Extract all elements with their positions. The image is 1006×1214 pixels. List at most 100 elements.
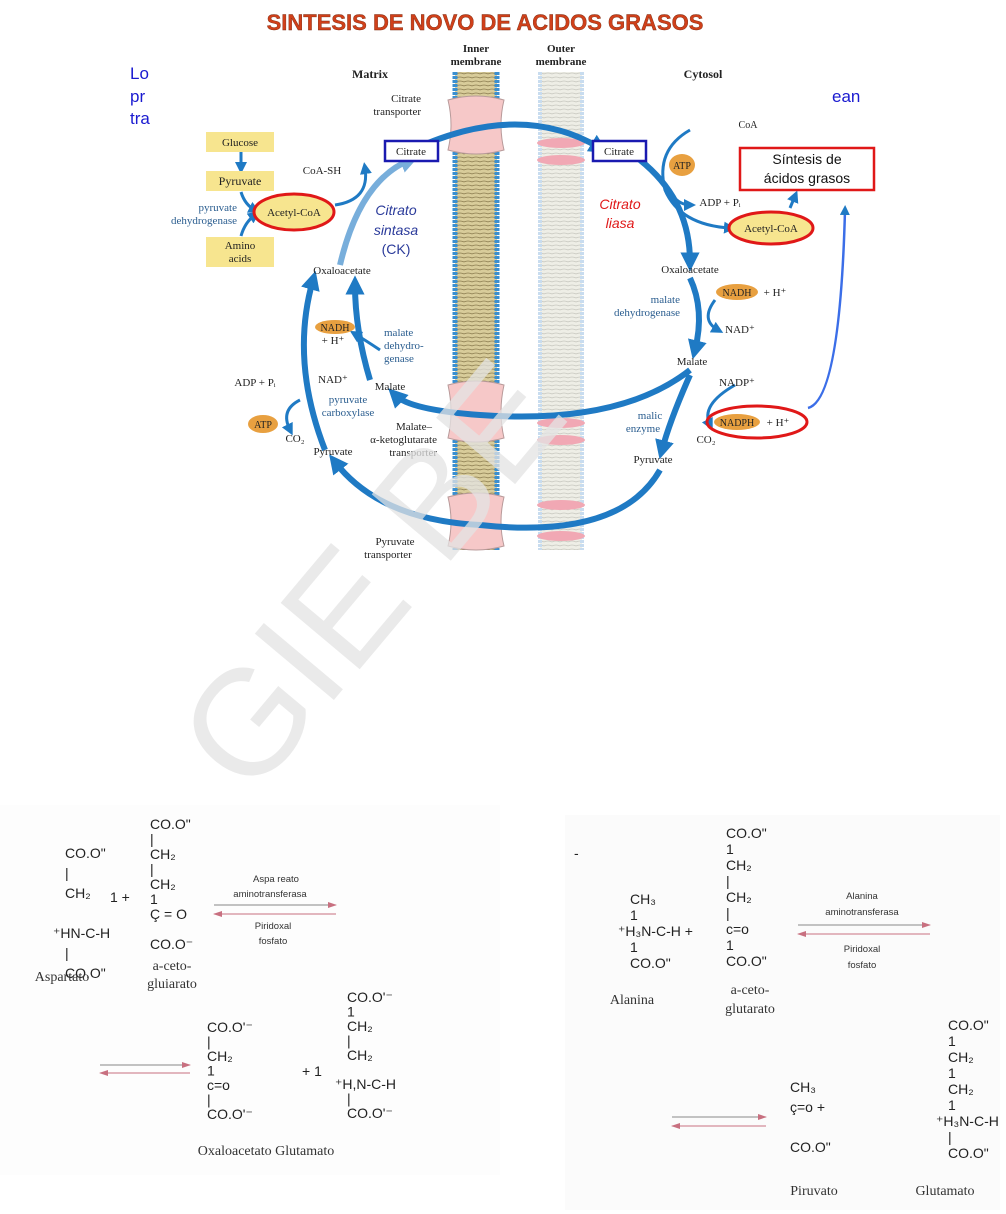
outer-membrane-label: membrane: [536, 56, 587, 68]
pyruvate-dehydrogenase-label: pyruvate: [199, 202, 238, 214]
structure-line: CH₂: [948, 1081, 974, 1097]
malate-transporter-label: α-ketoglutarate: [370, 434, 437, 446]
structure-line: CH₂: [150, 846, 176, 862]
citrate-transporter-label: Citrate: [391, 93, 421, 105]
citrato-sintasa-label: Citrato: [375, 202, 416, 218]
nadph-highlight: [705, 404, 809, 440]
structure-line: CH₂: [65, 885, 91, 901]
right-text-fragment: ean: [832, 87, 860, 106]
citrate-cytosol-label: Citrate: [604, 146, 634, 158]
atp-cytosol-label: ATP: [673, 161, 691, 172]
side-text-line: Lo: [130, 64, 149, 83]
pyruvate-cytosol-label: Pyruvate: [633, 454, 672, 466]
nadh-cytosol-label: NADH: [723, 288, 752, 299]
pyruvate-transporter-label: transporter: [364, 549, 412, 561]
structure-line: |: [65, 945, 69, 961]
alanina-name: Alanina: [610, 993, 655, 1008]
acetyl-coa-cytosol-label: Acetyl-CoA: [744, 223, 798, 235]
structure-line: 1: [630, 939, 638, 955]
malate-cytosol-label: Malate: [677, 356, 708, 368]
structure-line: CH₂: [948, 1049, 974, 1065]
structure-line: CH₂: [726, 857, 752, 873]
nadh-cytosol-badge: [716, 284, 758, 300]
enzyme-label: aminotransferasa: [233, 889, 307, 900]
structure-line: 1: [150, 891, 158, 907]
stray-mark: -: [574, 845, 579, 861]
structure-line: Ç = O: [150, 906, 187, 922]
structure-line: 1: [726, 841, 734, 857]
reaction-aspartate: CO.O"|CH₂⁺HN-C-H|CO.O" 1 + CO.O"|CH₂|CH₂…: [0, 805, 500, 1175]
inner-membrane-label: Inner: [463, 43, 489, 55]
structure-line: 1: [207, 1063, 215, 1079]
malate-dehydrogenase-matrix-label: dehydro-: [384, 340, 424, 352]
structure-line: |: [726, 905, 730, 921]
structure-line: CH₂: [726, 889, 752, 905]
co2-matrix-label: CO₂: [285, 433, 304, 445]
enzyme-label: Aspa reato: [253, 874, 299, 885]
structure-line: CO.O": [65, 965, 106, 981]
amino-acids-label: acids: [229, 253, 252, 265]
enzyme-label: aminotransferasa: [825, 907, 899, 918]
pyruvate-carboxylase-label: carboxylase: [322, 407, 375, 419]
nadh-matrix-label: NADH: [321, 323, 350, 334]
structure-line: CO.O": [726, 825, 767, 841]
structure-line: CH₂: [347, 1018, 373, 1034]
structure-line: 1: [948, 1097, 956, 1113]
malate-dehydrogenase-cytosol-label: dehydrogenase: [614, 307, 680, 319]
citrate-matrix-label: Citrate: [396, 146, 426, 158]
structure-line: ç=o +: [790, 1099, 825, 1115]
structure-line: ⁺H,N-C-H: [335, 1076, 396, 1092]
malic-enzyme-label: enzyme: [626, 423, 660, 435]
structure-line: CO.O'⁻: [347, 1105, 393, 1121]
structure-line: c=o: [207, 1077, 230, 1093]
cytosol-label: Cytosol: [684, 67, 723, 81]
structure-line: 1: [630, 907, 638, 923]
adp-pi-cytosol-label: ADP + Pᵢ: [699, 197, 740, 209]
structure-line: CO.O": [726, 953, 767, 969]
malate-matrix-label: Malate: [375, 381, 406, 393]
citrato-liasa-label: liasa: [606, 215, 635, 231]
sintesis-label: Síntesis de: [772, 151, 841, 167]
structure-line: CO.O": [948, 1145, 989, 1161]
structure-line: |: [150, 861, 154, 877]
products-label: Oxaloacetato Glutamato: [198, 1144, 334, 1159]
acetyl-coa-highlight: [252, 192, 336, 232]
aspartato-name: Aspartato: [35, 970, 89, 985]
structure-line: |: [347, 1033, 351, 1049]
side-text: Lo pr tra: [130, 64, 150, 128]
structure-line: CH₂: [347, 1047, 373, 1063]
pyruvate-transporter-label: Pyruvate: [375, 536, 414, 548]
malate-dehydrogenase-cytosol-label: malate: [651, 294, 680, 306]
atp-matrix-label: ATP: [254, 420, 272, 431]
structure-line: |: [207, 1034, 211, 1050]
structure-line: CO.O": [150, 816, 191, 832]
aceto-glutarato-name: gluiarato: [147, 977, 197, 992]
structure-line: 1: [948, 1065, 956, 1081]
malate-dehydrogenase-matrix-label: genase: [384, 353, 414, 365]
page-title: SINTESIS DE NOVO DE ACIDOS GRASOS: [267, 10, 704, 35]
acetyl-coa-cytosol-highlight: [727, 210, 815, 246]
pyruvate-dehydrogenase-label: dehydrogenase: [171, 215, 237, 227]
enzyme-label: Alanina: [846, 891, 878, 902]
pyruvate-transporter-protein: [447, 492, 505, 551]
piruvato-name: Piruvato: [790, 1184, 837, 1199]
structure-line: c=o: [726, 921, 749, 937]
malate-dehydrogenase-matrix-label: malate: [384, 327, 413, 339]
structure-line: CO.O": [630, 955, 671, 971]
pyruvate-matrix-label: Pyruvate: [313, 446, 352, 458]
citrato-sintasa-label: sintasa: [374, 222, 419, 238]
structure-line: ⁺HN-C-H: [53, 925, 110, 941]
citrato-sintasa-label: (CK): [382, 241, 411, 257]
nadph-badge: [714, 414, 760, 430]
amino-acids-box: [206, 237, 274, 267]
cofactor-label: fosfato: [259, 936, 288, 947]
structure-line: ⁺H₃N-C-H +: [618, 923, 693, 939]
nad-plus-matrix-label: NAD⁺: [318, 374, 348, 386]
matrix-label: Matrix: [352, 67, 388, 81]
